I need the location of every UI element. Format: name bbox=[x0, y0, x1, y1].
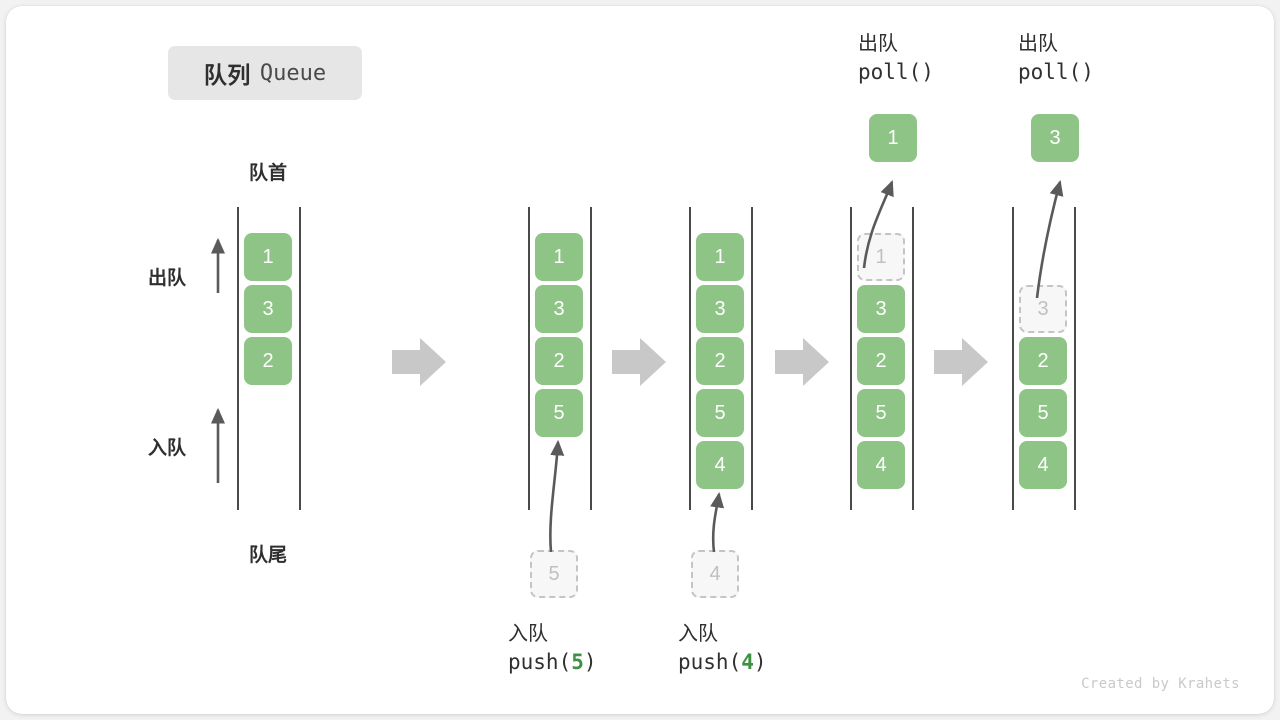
queue-cell: 2 bbox=[1019, 337, 1067, 385]
label-enqueue-direction: 入队 bbox=[148, 438, 187, 459]
label-rear: 队尾 bbox=[248, 545, 287, 566]
operation-label: 入队 push(4) bbox=[678, 620, 767, 678]
operation-label-code: push(5) bbox=[508, 650, 597, 675]
incoming-value-box: 5 bbox=[530, 550, 578, 598]
outgoing-value-box: 3 bbox=[1031, 114, 1079, 162]
queue-cell: 5 bbox=[696, 389, 744, 437]
queue-cell: 3 bbox=[857, 285, 905, 333]
queue-cell: 5 bbox=[857, 389, 905, 437]
column-rail-left bbox=[689, 207, 691, 510]
operation-label-code: push(4) bbox=[678, 650, 767, 675]
column-rail-left bbox=[237, 207, 239, 510]
incoming-value-box: 4 bbox=[691, 550, 739, 598]
operation-label-cn: 入队 bbox=[508, 623, 548, 645]
operation-argument: 4 bbox=[741, 650, 754, 675]
queue-cell: 5 bbox=[1019, 389, 1067, 437]
title-en: Queue bbox=[259, 60, 327, 86]
column-rail-left bbox=[850, 207, 852, 510]
queue-cell: 2 bbox=[535, 337, 583, 385]
queue-cell: 2 bbox=[696, 337, 744, 385]
title-cn: 队列 bbox=[203, 62, 251, 88]
diagram-card bbox=[6, 6, 1274, 714]
operation-label-cn: 出队 bbox=[858, 33, 898, 55]
operation-label-code: poll() bbox=[1018, 60, 1094, 85]
queue-cell-ghost: 3 bbox=[1019, 285, 1067, 333]
queue-cell: 1 bbox=[535, 233, 583, 281]
column-rail-left bbox=[528, 207, 530, 510]
queue-cell: 1 bbox=[696, 233, 744, 281]
operation-label: 出队 poll() bbox=[858, 30, 934, 88]
label-front: 队首 bbox=[248, 163, 287, 184]
queue-cell: 5 bbox=[535, 389, 583, 437]
queue-cell: 3 bbox=[244, 285, 292, 333]
column-rail-right bbox=[590, 207, 592, 510]
queue-cell: 2 bbox=[857, 337, 905, 385]
queue-cell: 4 bbox=[696, 441, 744, 489]
label-dequeue-direction: 出队 bbox=[148, 268, 187, 289]
queue-cell: 4 bbox=[1019, 441, 1067, 489]
queue-cell: 4 bbox=[857, 441, 905, 489]
credit-text: Created by Krahets bbox=[1081, 676, 1240, 692]
outgoing-value-box: 1 bbox=[869, 114, 917, 162]
queue-cell: 3 bbox=[696, 285, 744, 333]
column-rail-right bbox=[299, 207, 301, 510]
operation-label-cn: 入队 bbox=[678, 623, 718, 645]
queue-cell: 2 bbox=[244, 337, 292, 385]
operation-label-code: poll() bbox=[858, 60, 934, 85]
column-rail-right bbox=[751, 207, 753, 510]
column-rail-left bbox=[1012, 207, 1014, 510]
operation-label: 入队 push(5) bbox=[508, 620, 597, 678]
operation-label-cn: 出队 bbox=[1018, 33, 1058, 55]
operation-label: 出队 poll() bbox=[1018, 30, 1094, 88]
operation-argument: 5 bbox=[571, 650, 584, 675]
title-badge: 队列 Queue bbox=[168, 46, 362, 100]
queue-cell: 1 bbox=[244, 233, 292, 281]
column-rail-right bbox=[912, 207, 914, 510]
queue-cell-ghost: 1 bbox=[857, 233, 905, 281]
column-rail-right bbox=[1074, 207, 1076, 510]
queue-cell: 3 bbox=[535, 285, 583, 333]
